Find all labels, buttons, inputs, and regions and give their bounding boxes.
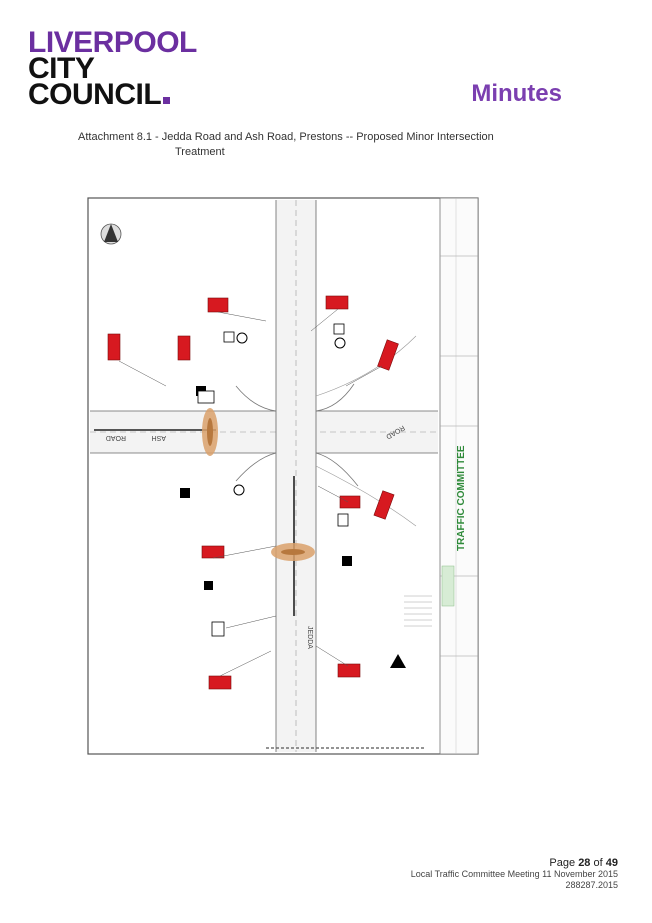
red-sign-9 [337, 663, 361, 678]
logo-line-2: CITY [28, 52, 95, 85]
red-signs [107, 295, 399, 690]
plan-notes [404, 595, 432, 627]
meeting-line: Local Traffic Committee Meeting 11 Novem… [410, 869, 618, 879]
red-sign-1 [207, 297, 229, 313]
red-sign-4 [177, 335, 191, 361]
red-sign-3 [107, 333, 121, 361]
road-label-ash: ASH [152, 434, 166, 441]
median-island-south [271, 543, 315, 561]
logo-line-1: LIVERPOOL [28, 26, 197, 59]
logo-line-3-text: COUNCIL [28, 78, 162, 111]
red-sign-5 [377, 339, 399, 371]
traffic-committee-stamp: TRAFFIC COMMITTEE [456, 445, 467, 551]
page-of: of [593, 857, 603, 869]
red-sign-6 [339, 495, 361, 509]
page-prefix: Page [549, 857, 576, 869]
page-number-line: Page 28 of 49 [411, 858, 618, 869]
logo-line-3: COUNCIL [28, 80, 197, 110]
road-label-jedda: JEDDA [306, 626, 313, 649]
page-number: 28 [578, 857, 591, 869]
red-sign-10 [208, 675, 232, 690]
intersection-plan-drawing: TRAFFIC COMMITTEE ASH ROAD ROAD JEDDA [87, 197, 479, 755]
red-sign-2 [325, 295, 349, 310]
median-island-west [202, 408, 218, 456]
document-type-title: Minutes [471, 80, 562, 107]
caption-line-2: Treatment [175, 146, 225, 158]
attachment-caption: Attachment 8.1 - Jedda Road and Ash Road… [78, 130, 548, 160]
red-sign-7 [373, 490, 395, 520]
document-reference: 288287.2015 [565, 880, 618, 890]
title-block [439, 197, 479, 755]
page-footer: Page 28 of 49 Local Traffic Committee Me… [411, 858, 618, 891]
regulatory-signs [180, 323, 406, 668]
council-logo: LIVERPOOL CITY COUNCIL [28, 26, 197, 110]
red-sign-8 [201, 545, 225, 559]
north-arrow-icon [100, 223, 122, 245]
logo-dot-icon [163, 97, 171, 104]
caption-line-1: Attachment 8.1 - Jedda Road and Ash Road… [78, 131, 494, 143]
page-total: 49 [605, 857, 618, 869]
road-label-road-west: ROAD [106, 434, 126, 441]
